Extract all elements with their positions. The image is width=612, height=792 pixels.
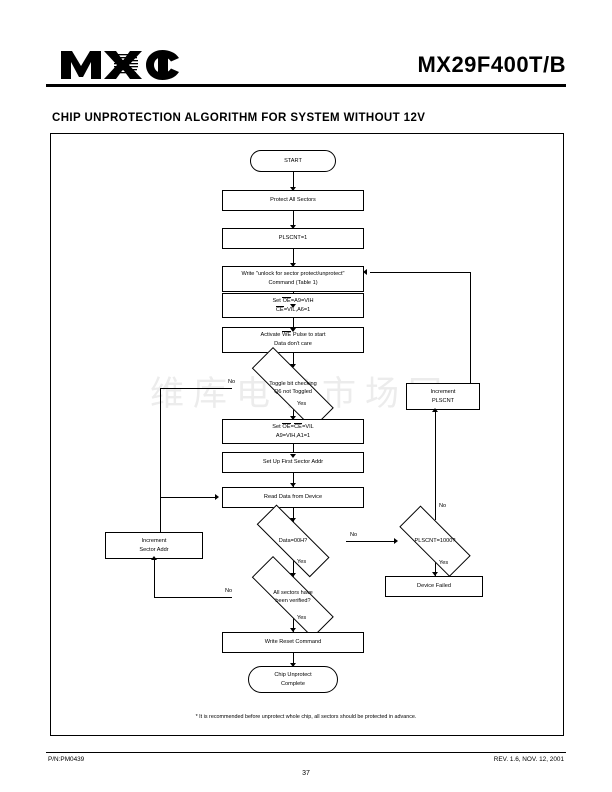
edge-data-yes: [293, 561, 294, 578]
node-set-oe-ce-vil: Set OE=CE=VIL A9=VIH,A1=1: [222, 419, 364, 444]
edge-plscnt-no: [435, 410, 436, 520]
arrow-right: [215, 494, 219, 500]
arrow-down: [290, 663, 296, 667]
arrow-up: [151, 556, 157, 560]
edge-label-sectors-yes: Yes: [297, 615, 307, 621]
arrow-down: [290, 187, 296, 191]
edge-toggle-no-h: [160, 388, 232, 389]
arrow-down: [290, 416, 296, 420]
edge-toggle-no-v: [160, 388, 161, 497]
arrow-down: [290, 518, 296, 522]
arrow-down: [290, 225, 296, 229]
edge-sectors-no-v: [154, 559, 155, 597]
edge-setoe-activate: [293, 318, 294, 332]
node-read-data-from-device: Read Data from Device: [222, 487, 364, 508]
part-number: MX29F400T/B: [417, 52, 566, 77]
edge-setvil-setup: [293, 444, 294, 458]
footer-rule: [46, 752, 566, 753]
arrow-up: [432, 408, 438, 412]
edge-label-data-no: No: [350, 532, 358, 538]
edge-sectors-yes: [293, 618, 294, 632]
header-rule: [46, 84, 566, 87]
edge-label-data-yes: Yes: [297, 559, 307, 565]
edge-label-toggle-no: No: [228, 379, 236, 385]
arrow-down: [290, 263, 296, 267]
edge-reset-complete: [293, 653, 294, 667]
node-device-failed: Device Failed: [385, 576, 483, 597]
decision-data-00h: Data=00H?: [240, 504, 346, 578]
decision-toggle-bit-checking: Toggle bit checking Q6 not Toggled: [232, 347, 354, 429]
node-start: START: [250, 150, 336, 172]
edge-data-no: [346, 541, 396, 542]
arrow-down: [290, 328, 296, 332]
edge-plscnt-yes: [435, 562, 436, 576]
node-setup-first-sector-addr: Set Up First Sector Addr: [222, 452, 364, 473]
page-number: 37: [302, 770, 310, 777]
arrow-down: [290, 364, 296, 368]
footer-revision: REV. 1.6, NOV. 12, 2001: [493, 756, 564, 763]
decision-all-sectors-verified: All sectors have been verified?: [232, 556, 354, 638]
edge-start-protect: [293, 172, 294, 189]
edge-plscnt-feedback-h: [370, 272, 470, 273]
edge-setup-read: [293, 473, 294, 487]
arrow-right: [394, 538, 398, 544]
edge-sectors-no-h: [154, 597, 232, 598]
node-chip-unprotect-complete: Chip Unprotect Complete: [248, 666, 338, 693]
edge-label-plscnt-yes: Yes: [439, 560, 449, 566]
edge-label-sectors-no: No: [225, 588, 233, 594]
edge-toggle-yes: [293, 409, 294, 421]
mxic-logo-icon: [60, 48, 180, 82]
edge-label-toggle-yes: Yes: [297, 401, 307, 407]
footnote: * It is recommended before unprotect who…: [195, 714, 417, 720]
edge-incsector-read: [160, 497, 161, 532]
arrow-left: [363, 269, 367, 275]
arrow-down: [290, 628, 296, 632]
node-write-reset-command: Write Reset Command: [222, 632, 364, 653]
flowchart-frame: [50, 133, 564, 736]
edge-read-data00h: [293, 508, 294, 522]
arrow-down: [290, 573, 296, 577]
edge-toggle-no-h2: [160, 497, 216, 498]
section-title: CHIP UNPROTECTION ALGORITHM FOR SYSTEM W…: [52, 112, 426, 124]
node-plscnt-init: PLSCNT=1: [222, 228, 364, 249]
node-write-unlock-command: Write "unlock for sector protect/unprote…: [222, 266, 364, 292]
decision-plscnt-1000: PLSCNT=1000?: [385, 505, 485, 577]
edge-label-plscnt-no: No: [439, 503, 447, 509]
arrow-down: [290, 483, 296, 487]
node-increment-sector-addr: Increment Sector Addr: [105, 532, 203, 559]
footer-part-code: P/N:PM0439: [48, 756, 85, 763]
edge-protect-plscnt: [293, 211, 294, 228]
arrow-down: [290, 304, 296, 308]
edge-activate-toggle: [293, 353, 294, 367]
node-increment-plscnt: Increment PLSCNT: [406, 383, 480, 410]
node-protect-all-sectors: Protect All Sectors: [222, 190, 364, 211]
arrow-down: [290, 454, 296, 458]
edge-plscnt-unlock: [293, 249, 294, 266]
edge-plscnt-feedback-v: [470, 272, 471, 383]
arrow-down: [432, 572, 438, 576]
